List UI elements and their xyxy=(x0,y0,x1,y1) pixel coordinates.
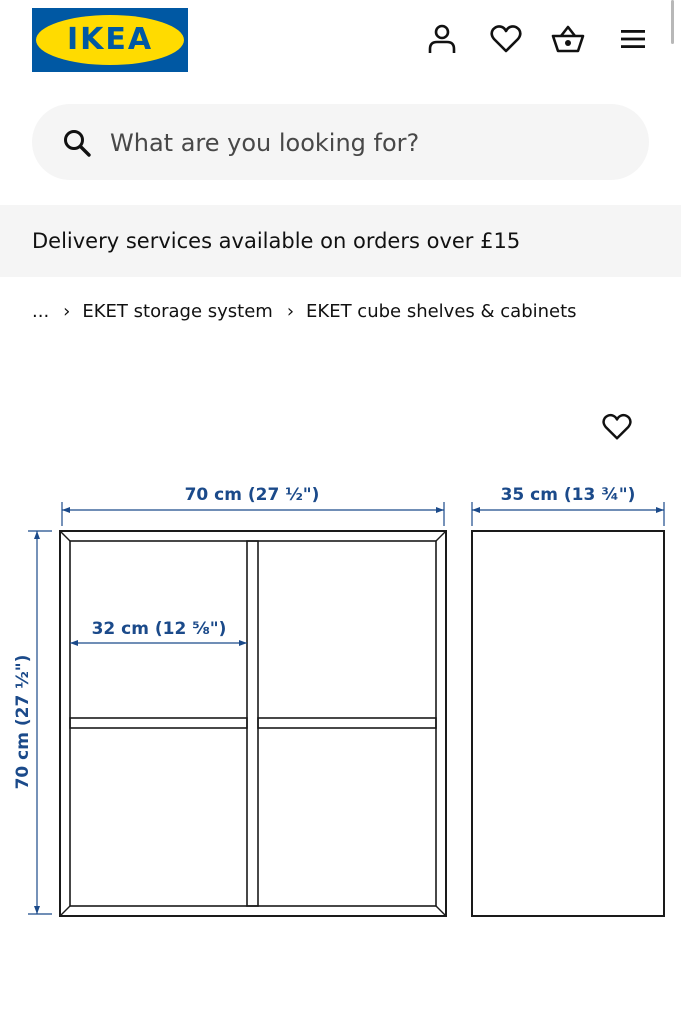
search-icon xyxy=(64,130,91,157)
height-label: 70 cm (27 ½") xyxy=(13,655,33,790)
ikea-logo[interactable]: IKEA xyxy=(32,8,188,72)
menu-icon[interactable] xyxy=(616,22,650,56)
favourite-heart-icon[interactable] xyxy=(601,411,633,443)
scrollbar[interactable] xyxy=(671,0,674,44)
breadcrumb-eket-cube-shelves[interactable]: EKET cube shelves & cabinets xyxy=(306,300,577,322)
user-icon[interactable] xyxy=(425,22,459,56)
breadcrumb-ellipsis[interactable]: ... xyxy=(32,300,50,322)
depth-label: 35 cm (13 ¾") xyxy=(501,485,636,505)
delivery-banner-text: Delivery services available on orders ov… xyxy=(32,229,521,253)
cabinet-front-view xyxy=(59,530,447,917)
depth-dimension xyxy=(471,502,665,526)
search-input[interactable] xyxy=(108,122,612,164)
chevron-right-icon: › xyxy=(286,300,295,322)
logo-text: IKEA xyxy=(66,22,154,57)
front-width-label: 70 cm (27 ½") xyxy=(185,485,320,505)
chevron-right-icon: › xyxy=(63,300,71,322)
breadcrumb-eket-storage-system[interactable]: EKET storage system xyxy=(82,300,273,322)
search-bar[interactable] xyxy=(32,104,649,180)
front-width-dimension xyxy=(61,502,445,526)
breadcrumb: ... › EKET storage system › EKET cube sh… xyxy=(32,296,577,326)
header: IKEA xyxy=(0,0,681,90)
basket-icon[interactable] xyxy=(551,22,585,56)
logo-oval xyxy=(36,15,184,65)
inner-width-label: 32 cm (12 ⅝") xyxy=(92,619,227,639)
inner-width-dimension xyxy=(70,640,247,646)
cabinet-side-view xyxy=(471,530,665,917)
heart-icon[interactable] xyxy=(489,22,523,56)
height-dimension xyxy=(28,530,52,915)
delivery-banner[interactable]: Delivery services available on orders ov… xyxy=(0,205,681,277)
product-dimensions-diagram: 70 cm (27 ½") 35 cm (13 ¾") 70 cm (27 ½"… xyxy=(13,485,665,917)
